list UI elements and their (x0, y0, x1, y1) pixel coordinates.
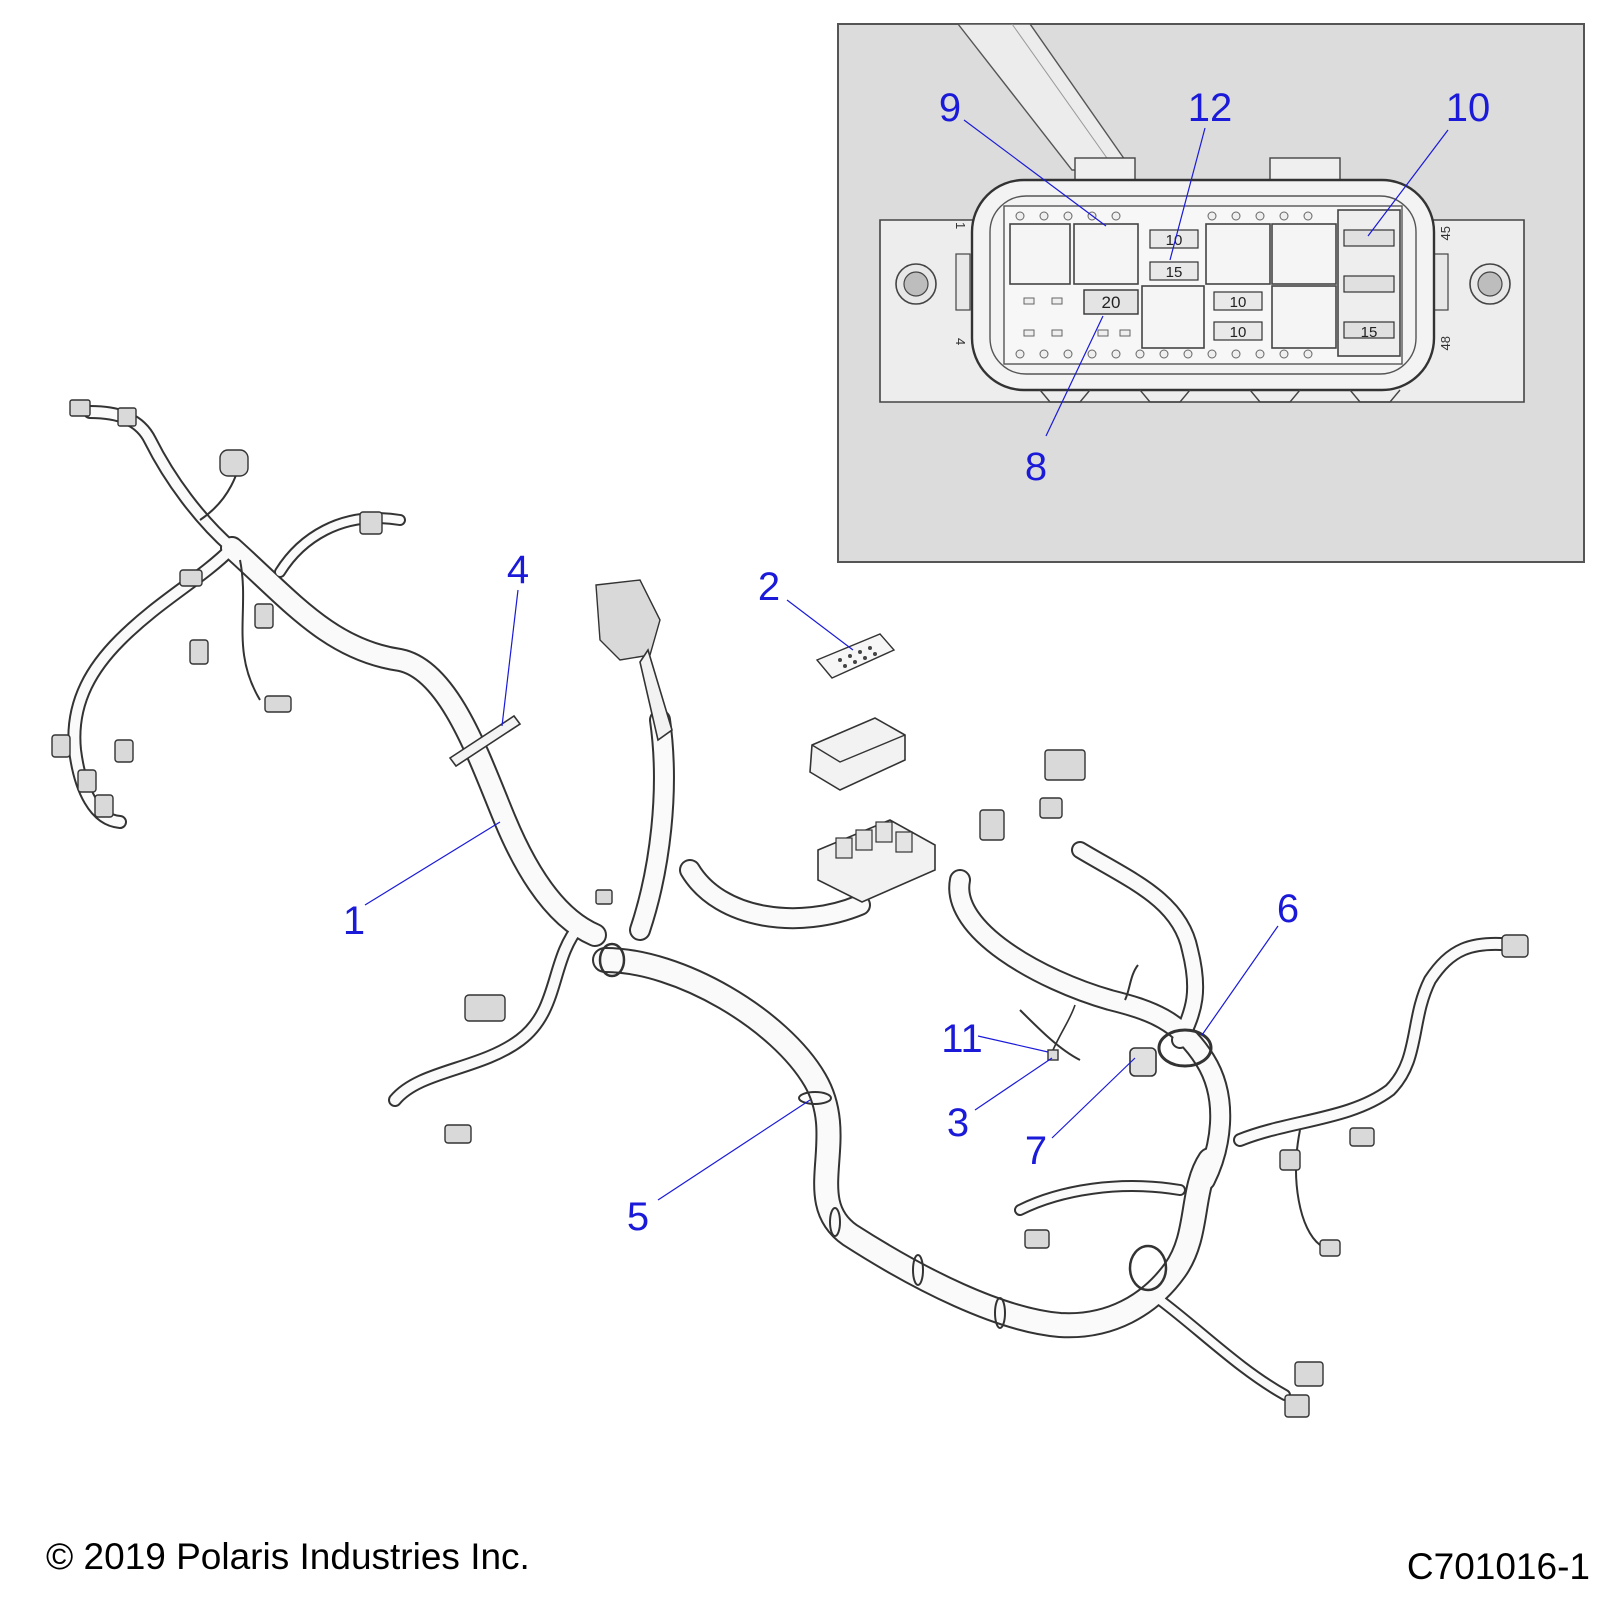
connector-group (51, 399, 1529, 1418)
maxi-fuse-mid (1343, 275, 1395, 293)
callout-labels: 1 2 3 4 5 6 7 8 9 10 11 12 (343, 86, 1490, 1239)
callout-6: 6 (1277, 887, 1299, 931)
callout-4: 4 (507, 548, 529, 592)
top-clip-left (1074, 157, 1136, 183)
pin-label-48: 48 (1438, 336, 1453, 350)
pin-label-1: 1 (953, 222, 968, 229)
relay-1 (1009, 223, 1071, 285)
callout-9: 9 (939, 86, 961, 130)
components (51, 399, 1529, 1418)
fuse-10-top (1149, 229, 1199, 249)
fuse-label-15: 15 (1166, 264, 1183, 281)
relay-5 (1271, 285, 1337, 349)
callout-11: 11 (941, 1017, 983, 1061)
fuse-box-inset: 15 10 15 20 10 10 1 4 4 (837, 23, 1585, 563)
fuse-label-10-mid-a: 10 (1230, 294, 1247, 311)
clamp-5 (798, 1091, 832, 1105)
empty-cavities (1015, 211, 1313, 359)
callout-1: 1 (343, 899, 365, 943)
relay-center (1141, 285, 1205, 349)
relay-9 (1073, 223, 1139, 285)
top-clip-right (1269, 157, 1341, 183)
fuse-label-15-right: 15 (1361, 324, 1378, 341)
callout-2: 2 (758, 565, 780, 609)
connector-3 (1047, 1049, 1059, 1061)
sensor-7 (1129, 1047, 1157, 1077)
grommet-6 (1157, 1028, 1213, 1068)
fuse-label-10-mid-b: 10 (1230, 324, 1247, 341)
fuse-label-20: 20 (1102, 293, 1121, 312)
fuse-15 (1149, 261, 1199, 281)
fuse-label-10-top: 10 (1166, 232, 1183, 249)
ecu-connector (595, 579, 661, 661)
cable-tie-4 (448, 714, 522, 768)
callout-7: 7 (1025, 1129, 1047, 1173)
callout-3: 3 (947, 1101, 969, 1145)
figure-id: C701016-1 (1406, 1546, 1590, 1587)
relay-3 (1205, 223, 1271, 285)
maxi-fuse-10 (1343, 229, 1395, 247)
fuse-20 (1083, 289, 1139, 315)
fuse-10-mid-b (1213, 321, 1263, 341)
copyright-notice: © 2019 Polaris Industries Inc. (46, 1536, 530, 1577)
relay-4 (1271, 223, 1337, 285)
pin-label-45: 45 (1438, 226, 1453, 240)
leader-lines (364, 119, 1449, 1201)
callout-8: 8 (1025, 445, 1047, 489)
callout-5: 5 (627, 1195, 649, 1239)
wire-11 (1052, 1004, 1076, 1051)
callout-10: 10 (1446, 86, 1491, 130)
callout-12: 12 (1188, 86, 1233, 130)
fuse-decal-2 (815, 633, 896, 679)
maxi-fuse-15 (1343, 321, 1395, 339)
pin-label-4: 4 (953, 338, 968, 345)
fuse-10-mid-a (1213, 291, 1263, 311)
wiring-harness (67, 405, 1522, 1401)
